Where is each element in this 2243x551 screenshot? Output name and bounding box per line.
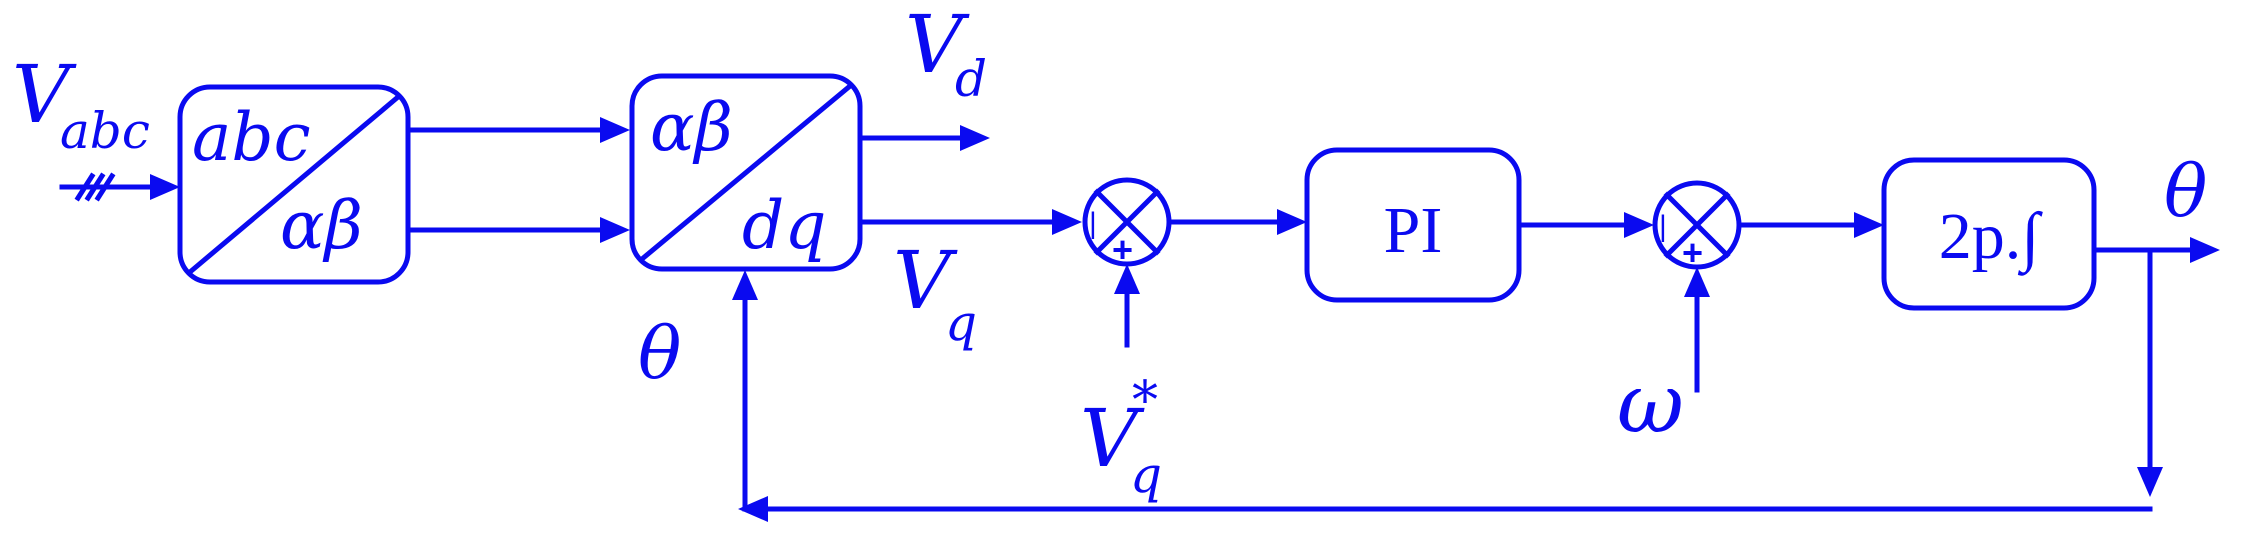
- vabc-label: V abc: [12, 48, 150, 160]
- svg-text:*: *: [1132, 371, 1158, 431]
- vabc-input-arrow: [59, 172, 180, 202]
- svg-text:αβ: αβ: [280, 187, 363, 264]
- alphabeta-signal-upper: [405, 117, 630, 143]
- svg-text:|: |: [1089, 207, 1097, 240]
- theta-output-label: θ: [2164, 149, 2207, 233]
- alphabeta-to-dq-block: αβ dq: [629, 73, 863, 272]
- svg-text:|: |: [1659, 210, 1667, 243]
- omega-input-arrow: [1684, 267, 1710, 393]
- vq-label: V q: [893, 234, 977, 352]
- svg-text:2p.∫: 2p.∫: [1939, 200, 2044, 276]
- error-signal-arrow: [1166, 209, 1307, 235]
- summing-junction-2: | +: [1652, 180, 1742, 273]
- svg-text:V: V: [905, 0, 970, 91]
- theta-feedback-label: θ: [638, 311, 681, 395]
- pi-output-arrow: [1516, 212, 1654, 238]
- vd-label: V d: [905, 0, 987, 108]
- integrator-block: 2p.∫: [1881, 157, 2097, 311]
- svg-text:αβ: αβ: [650, 89, 733, 166]
- svg-text:abc: abc: [192, 99, 311, 176]
- vq-ref-label: V * q: [1080, 371, 1162, 504]
- svg-text:q: q: [945, 294, 977, 352]
- svg-text:+: +: [1682, 232, 1703, 273]
- svg-text:dq: dq: [742, 187, 827, 264]
- vd-output-arrow: [857, 125, 990, 151]
- vq-signal-arrow: [857, 209, 1082, 235]
- svg-text:abc: abc: [60, 102, 150, 160]
- svg-text:V: V: [893, 234, 958, 327]
- svg-text:q: q: [1130, 446, 1162, 504]
- svg-text:PI: PI: [1384, 194, 1443, 267]
- pi-controller-block: PI: [1304, 147, 1522, 303]
- summing-junction-1: | +: [1082, 177, 1172, 270]
- omega-label: ω: [1617, 357, 1684, 452]
- theta-feedback-path: [732, 247, 2163, 522]
- theta-output-arrow: [2091, 237, 2220, 263]
- alphabeta-signal-lower: [405, 217, 630, 243]
- svg-text:V: V: [1080, 392, 1145, 485]
- frequency-signal-arrow: [1736, 212, 1884, 238]
- vq-ref-arrow: [1114, 264, 1140, 348]
- svg-text:+: +: [1112, 229, 1133, 270]
- abc-to-alphabeta-block: abc αβ: [177, 84, 411, 285]
- svg-text:d: d: [955, 50, 987, 108]
- svg-text:V: V: [12, 48, 77, 141]
